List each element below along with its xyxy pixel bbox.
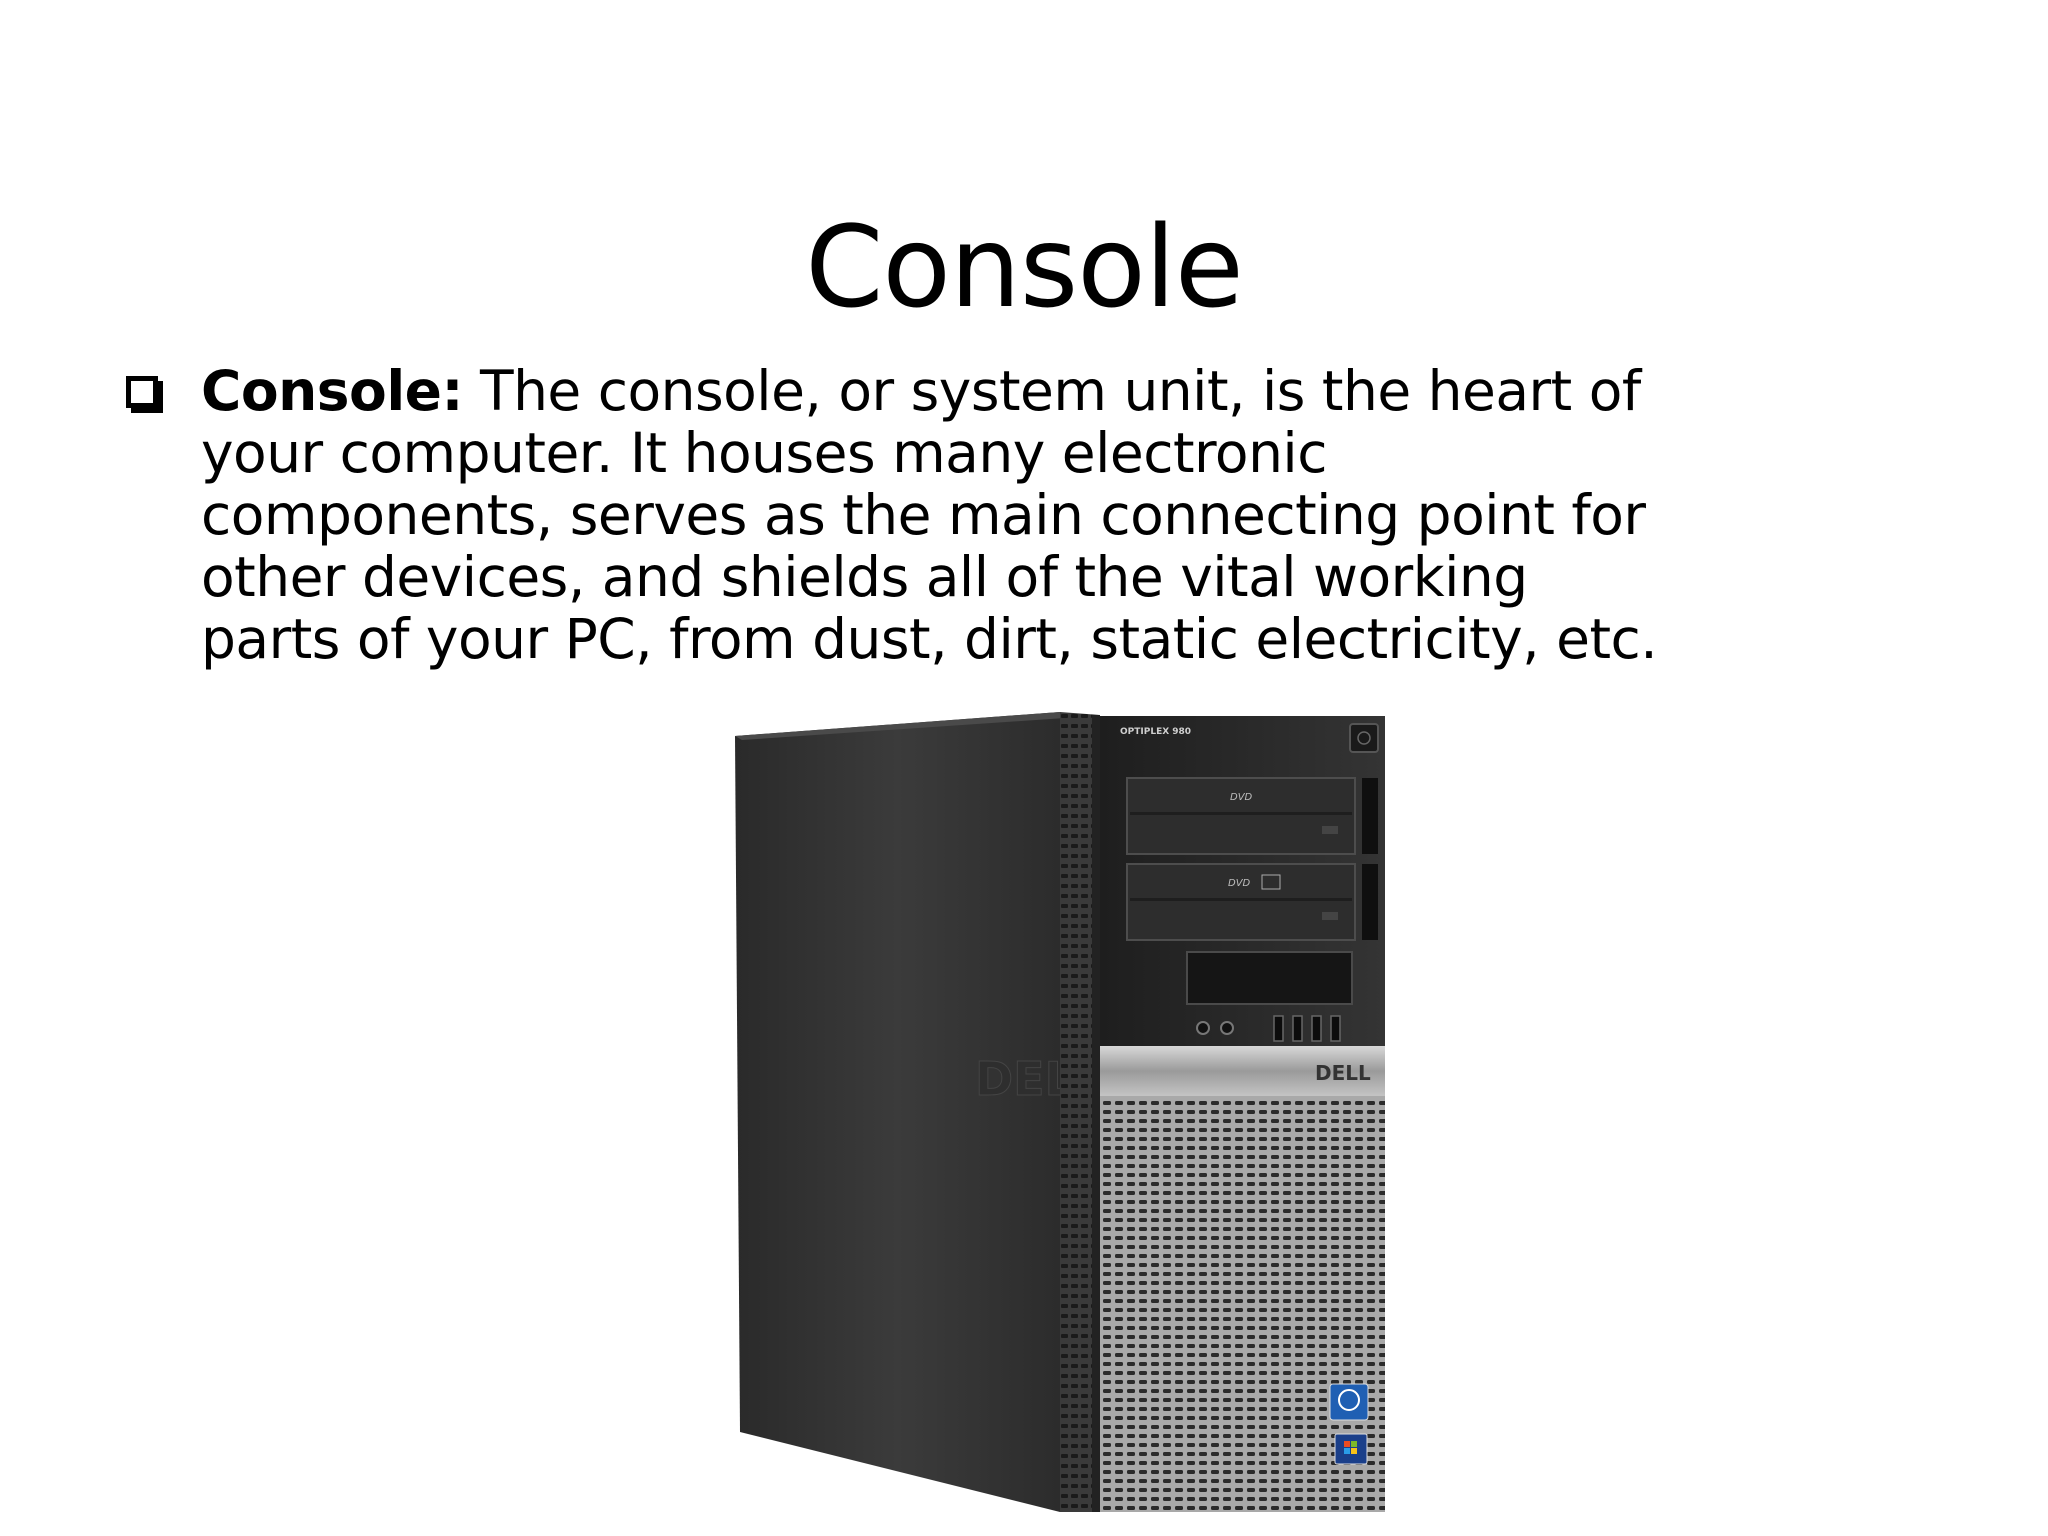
bullet-line: Console: The console, or system unit, is… [201,360,1681,422]
brand-logo: DELL [1315,1061,1371,1085]
dvd-label: DVD [1230,792,1253,803]
bullet-line: components, serves as the main connectin… [201,483,1646,547]
bullet-term: Console: [201,359,463,423]
dvd-label: DVD [1228,878,1251,889]
bullet-line-text: The console, or system unit, is the hear… [462,359,1641,423]
desktop-tower-icon: DELL OPTIPLEX 980 DVD DVD [730,712,1390,1512]
bullet-text: Console: The console, or system unit, is… [201,360,1681,670]
bullet-line: other devices, and shields all of the vi… [201,545,1528,609]
bullet-line: your computer. It houses many electronic [201,421,1327,485]
bullet-line: parts of your PC, from dust, dirt, stati… [201,607,1658,671]
model-label: OPTIPLEX 980 [1120,727,1191,737]
slide-title: Console [805,203,1244,334]
checkbox-bullet-icon [126,376,158,408]
